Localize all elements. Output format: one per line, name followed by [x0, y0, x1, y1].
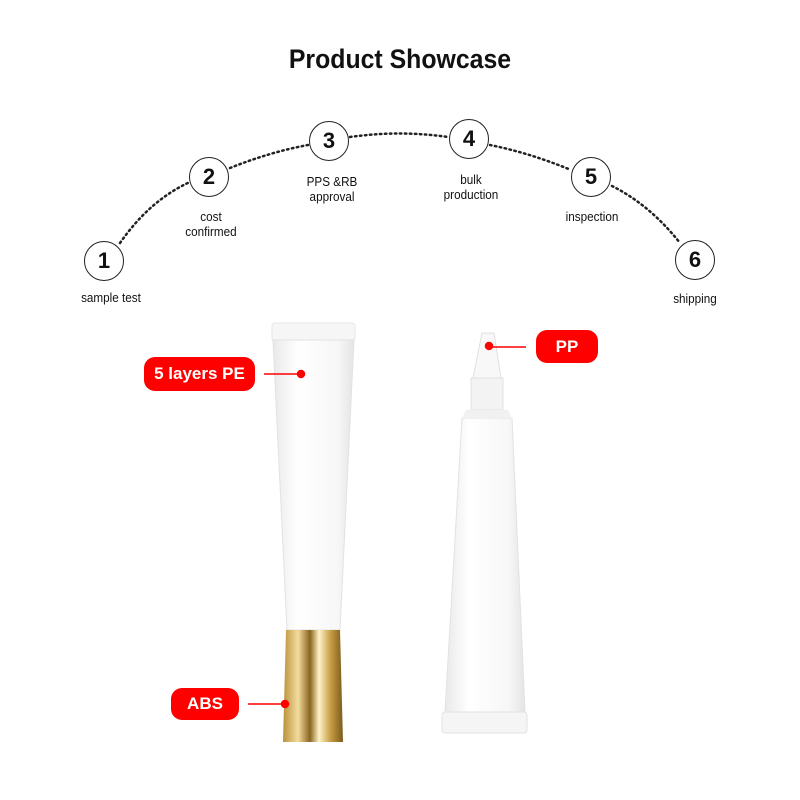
- step-1-circle: 1: [84, 241, 124, 281]
- callout-pp: PP: [536, 330, 598, 363]
- page-title: Product Showcase: [288, 44, 512, 74]
- label-line: PPS &RB: [306, 174, 358, 189]
- step-6-label: shipping: [632, 291, 758, 306]
- step-4-circle: 4: [449, 119, 489, 159]
- label-line: cost: [200, 209, 222, 224]
- step-6-circle: 6: [675, 240, 715, 280]
- callout-lines: [248, 341, 526, 709]
- step-5-label: inspection: [529, 209, 655, 224]
- label-line: bulk: [460, 172, 482, 187]
- tube-right: [441, 332, 528, 734]
- label-line: sample test: [81, 290, 141, 305]
- callout-5-layers-pe: 5 layers PE: [144, 357, 255, 391]
- label-line: production: [443, 187, 499, 202]
- gold-cap: [283, 630, 343, 742]
- label-line: shipping: [673, 291, 717, 306]
- tube-left: [271, 322, 356, 742]
- step-3-circle: 3: [309, 121, 349, 161]
- callout-abs: ABS: [171, 688, 239, 720]
- step-2-circle: 2: [189, 157, 229, 197]
- timeline-arc: [118, 132, 682, 245]
- step-5-circle: 5: [571, 157, 611, 197]
- label-line: inspection: [565, 209, 619, 224]
- step-1-label: sample test: [48, 290, 174, 305]
- label-line: approval: [309, 189, 355, 204]
- label-line: confirmed: [185, 224, 237, 239]
